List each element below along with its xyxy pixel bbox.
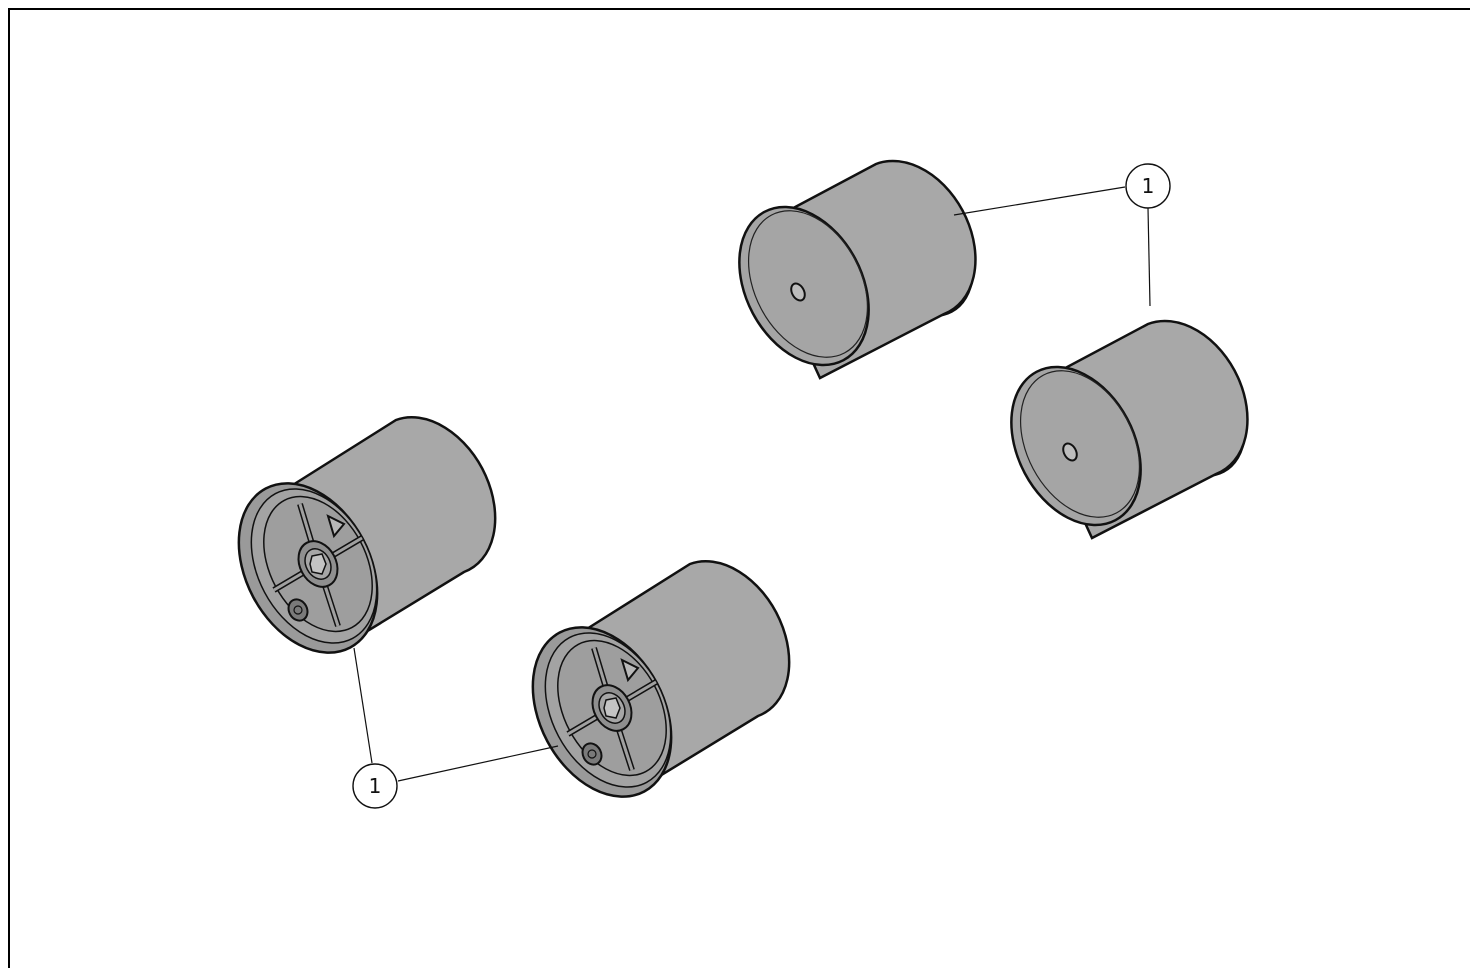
svg-text:1: 1 bbox=[369, 774, 382, 798]
svg-text:1: 1 bbox=[1142, 174, 1155, 198]
drawing-frame bbox=[8, 8, 1470, 968]
wheel-bottom bbox=[505, 561, 789, 820]
callout-1-bottom: 1 bbox=[352, 763, 398, 809]
wheel-left bbox=[211, 417, 495, 676]
wheel-right bbox=[984, 304, 1271, 549]
callout-1-top: 1 bbox=[1125, 163, 1171, 209]
wheel-top bbox=[712, 144, 999, 389]
leader-lines bbox=[353, 186, 1151, 782]
